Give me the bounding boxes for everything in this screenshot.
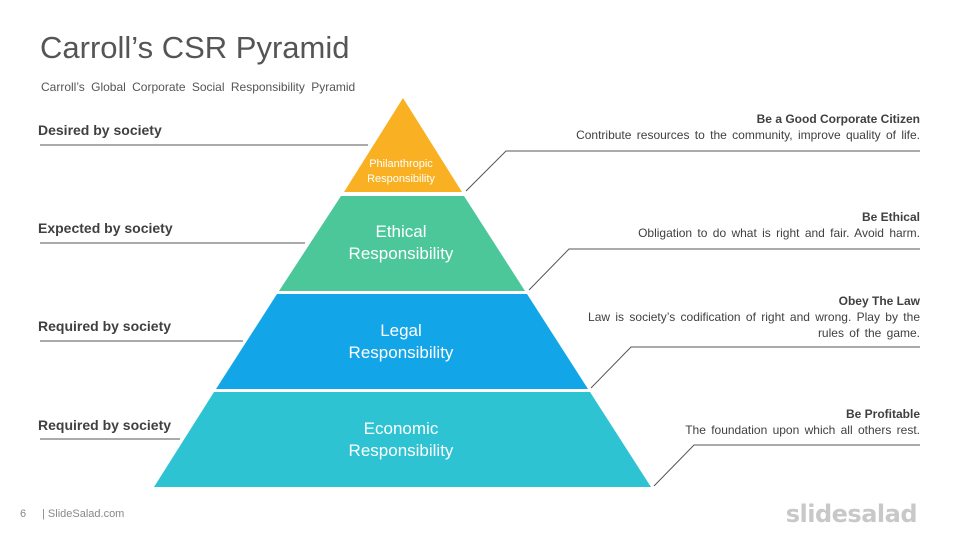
layer-ethical-line1: Ethical	[375, 222, 426, 241]
right-line-legal	[590, 346, 920, 389]
layer-philanthropic-line2: Responsibility	[367, 173, 435, 185]
layer-philanthropic-line1: Philanthropic	[369, 158, 433, 170]
right-block-economic: Be Profitable The foundation upon which …	[540, 406, 920, 438]
heading-legal: Obey The Law	[838, 294, 920, 308]
left-label-ethical: Expected by society	[38, 220, 173, 236]
description-legal: Law is society’s codification of right a…	[588, 310, 920, 340]
right-line-philanthropic	[465, 150, 920, 192]
left-label-legal: Required by society	[38, 318, 172, 334]
layer-economic-line2: Responsibility	[349, 441, 454, 460]
page-title: Carroll’s CSR Pyramid	[40, 30, 350, 65]
layer-ethical	[279, 196, 525, 291]
description-ethical: Obligation to do what is right and fair.…	[638, 226, 920, 240]
page-subtitle: Carroll’s Global Corporate Social Respon…	[41, 80, 356, 94]
right-block-ethical: Be Ethical Obligation to do what is righ…	[540, 209, 920, 241]
left-label-philanthropic: Desired by society	[38, 122, 162, 138]
layer-legal	[216, 294, 588, 389]
description-philanthropic: Contribute resources to the community, i…	[576, 128, 920, 142]
layer-legal-line1: Legal	[380, 321, 422, 340]
right-line-economic	[653, 444, 920, 487]
layer-economic-line1: Economic	[364, 419, 439, 438]
layer-economic	[154, 392, 651, 487]
description-economic: The foundation upon which all others res…	[685, 423, 920, 437]
heading-philanthropic: Be a Good Corporate Citizen	[756, 112, 920, 126]
layer-philanthropic	[344, 98, 462, 192]
heading-ethical: Be Ethical	[861, 210, 920, 224]
right-block-philanthropic: Be a Good Corporate Citizen Contribute r…	[540, 111, 920, 143]
footer-site[interactable]: | SlideSalad.com	[42, 508, 125, 520]
right-line-ethical	[528, 248, 920, 291]
layer-legal-line2: Responsibility	[349, 343, 454, 362]
page-number: 6	[20, 508, 27, 520]
layer-ethical-line2: Responsibility	[349, 244, 454, 263]
right-block-legal: Obey The Law Law is society’s codificati…	[585, 293, 920, 341]
slidesalad-logo: slidesalad	[785, 500, 918, 528]
left-label-economic: Required by society	[38, 417, 172, 433]
heading-economic: Be Profitable	[845, 407, 920, 421]
